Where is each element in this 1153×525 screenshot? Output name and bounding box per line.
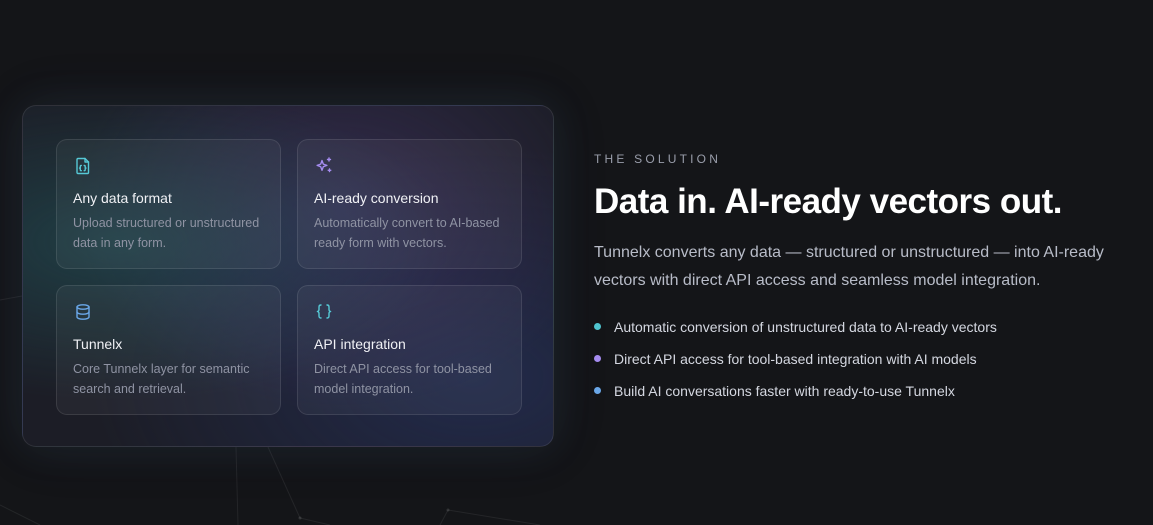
braces-icon xyxy=(314,302,334,322)
section-headline: Data in. AI-ready vectors out. xyxy=(594,182,1063,221)
solution-section: THE SOLUTION Data in. AI-ready vectors o… xyxy=(594,151,1139,413)
features-panel: Any data format Upload structured or uns… xyxy=(22,105,554,447)
list-item-text: Direct API access for tool-based integra… xyxy=(614,351,977,367)
file-code-icon xyxy=(73,156,93,176)
feature-card-ai-ready-conversion: AI-ready conversion Automatically conver… xyxy=(297,139,522,269)
section-eyebrow: THE SOLUTION xyxy=(594,152,722,166)
bullet-dot-icon xyxy=(594,355,601,362)
section-lead: Tunnelx converts any data — structured o… xyxy=(594,244,1104,289)
card-title: AI-ready conversion xyxy=(314,190,439,206)
card-description: Upload structured or unstructured data i… xyxy=(73,216,260,250)
benefits-list: Automatic conversion of unstructured dat… xyxy=(594,317,1139,401)
card-title: Any data format xyxy=(73,190,172,206)
database-icon xyxy=(73,302,93,322)
card-description: Direct API access for tool-based model i… xyxy=(314,362,492,396)
feature-card-api-integration: API integration Direct API access for to… xyxy=(297,285,522,415)
list-item: Direct API access for tool-based integra… xyxy=(594,349,1139,369)
feature-card-tunnelx: Tunnelx Core Tunnelx layer for semantic … xyxy=(56,285,281,415)
feature-card-any-data-format: Any data format Upload structured or uns… xyxy=(56,139,281,269)
list-item-text: Automatic conversion of unstructured dat… xyxy=(614,319,997,335)
bullet-dot-icon xyxy=(594,323,601,330)
card-title: Tunnelx xyxy=(73,336,123,352)
card-description: Core Tunnelx layer for semantic search a… xyxy=(73,362,250,396)
list-item: Automatic conversion of unstructured dat… xyxy=(594,317,1139,337)
sparkles-icon xyxy=(314,156,334,176)
list-item: Build AI conversations faster with ready… xyxy=(594,381,1139,401)
card-description: Automatically convert to AI-based ready … xyxy=(314,216,500,250)
card-title: API integration xyxy=(314,336,406,352)
bullet-dot-icon xyxy=(594,387,601,394)
list-item-text: Build AI conversations faster with ready… xyxy=(614,383,955,399)
